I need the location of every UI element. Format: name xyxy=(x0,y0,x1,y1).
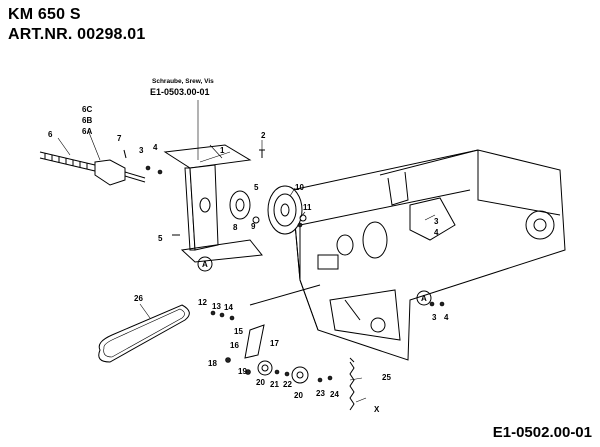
callout-23: 23 xyxy=(316,389,325,398)
callout-11: 11 xyxy=(303,203,312,212)
callout-x: X xyxy=(374,405,380,414)
callout-4: 4 xyxy=(444,313,449,322)
spring xyxy=(349,357,355,411)
callout-22: 22 xyxy=(283,380,292,389)
callout-21: 21 xyxy=(270,380,279,389)
callout-4: 4 xyxy=(434,228,439,237)
article-number: ART.NR. 00298.01 xyxy=(8,26,146,43)
callout-12: 12 xyxy=(198,298,207,307)
callout-6b: 6B xyxy=(82,116,92,125)
callout-6a: 6A xyxy=(82,127,92,136)
callout-7: 7 xyxy=(117,134,122,143)
callout-3: 3 xyxy=(139,146,144,155)
callout-18: 18 xyxy=(208,359,217,368)
callout-6c: 6C xyxy=(82,105,92,114)
callout-15: 15 xyxy=(234,327,243,336)
callout-26: 26 xyxy=(134,294,143,303)
drive-shaft xyxy=(39,151,146,186)
callout-4: 4 xyxy=(153,143,158,152)
callout-20: 20 xyxy=(256,378,265,387)
callout-17: 17 xyxy=(270,339,279,348)
callout-3: 3 xyxy=(432,313,437,322)
marker-a: A xyxy=(202,260,208,269)
callout-16: 16 xyxy=(230,341,239,350)
callout-6: 6 xyxy=(48,130,53,139)
callout-1: 1 xyxy=(220,146,225,155)
screw-note: Schraube, Srew, Vis xyxy=(152,78,214,85)
marker-a: A xyxy=(421,294,427,303)
reference-markers xyxy=(197,256,432,306)
callout-13: 13 xyxy=(212,302,221,311)
screws xyxy=(123,149,445,321)
callout-3: 3 xyxy=(434,217,439,226)
callout-25: 25 xyxy=(382,373,391,382)
callout-9: 9 xyxy=(251,222,256,231)
v-belt xyxy=(98,304,190,363)
callout-2: 2 xyxy=(261,131,266,140)
callout-8: 8 xyxy=(233,223,238,232)
callout-14: 14 xyxy=(224,303,233,312)
callout-5: 5 xyxy=(254,183,259,192)
leader-lines xyxy=(57,100,436,403)
pulleys xyxy=(229,185,307,235)
callout-labels: 1 2 3 4 5 5 6 6C 6B 6A 7 8 9 10 11 3 4 1… xyxy=(48,105,449,414)
main-frame xyxy=(249,149,566,361)
bracket xyxy=(163,144,263,263)
callout-24: 24 xyxy=(330,390,339,399)
callout-20: 20 xyxy=(294,391,303,400)
callout-19: 19 xyxy=(238,367,247,376)
drawing-number: E1-0502.00-01 xyxy=(492,424,592,441)
callout-10: 10 xyxy=(295,183,304,192)
screw-reference: E1-0503.00-01 xyxy=(150,87,210,97)
model-title: KM 650 S xyxy=(8,6,81,23)
tensioner xyxy=(225,324,333,384)
callout-5: 5 xyxy=(158,234,163,243)
